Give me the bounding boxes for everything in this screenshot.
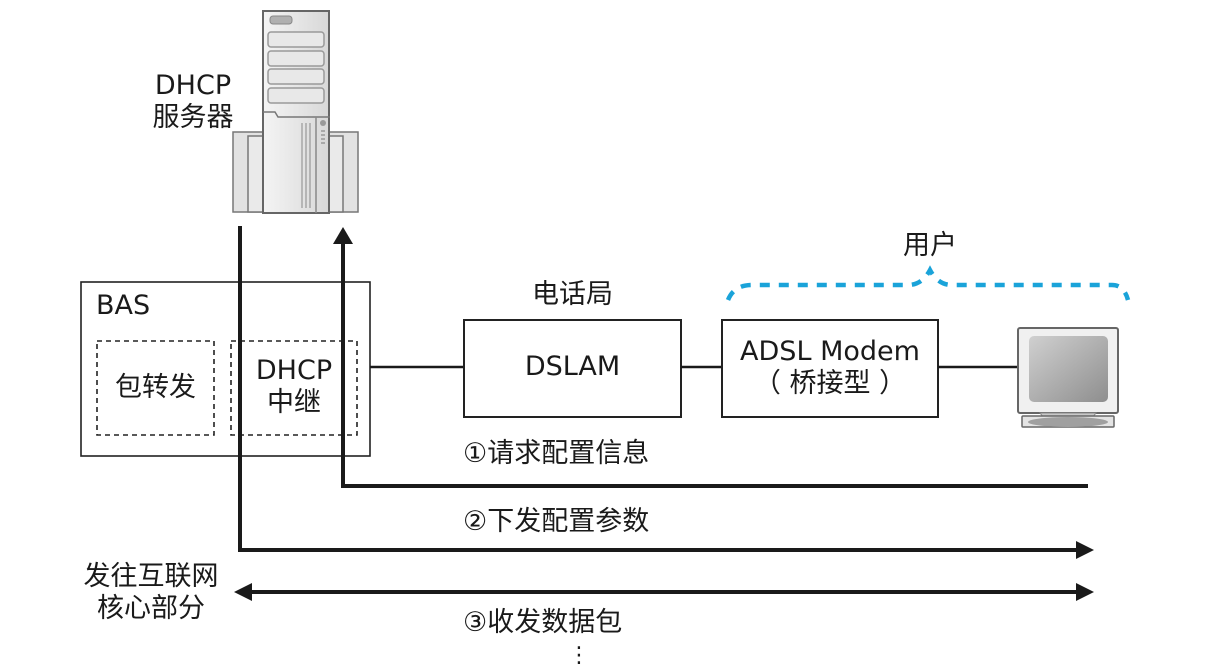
adsl-modem-box bbox=[721, 319, 939, 418]
step3-label: ③收发数据包 bbox=[463, 607, 623, 638]
step2-label: ②下发配置参数 bbox=[463, 506, 650, 537]
continuation-dots: ⋮ bbox=[568, 643, 590, 668]
user-label: 用户 bbox=[903, 230, 957, 261]
internet-core-line1: 发往互联网 bbox=[83, 561, 219, 592]
adsl-modem-label: ADSL Modem （ 桥接型 ） bbox=[722, 336, 938, 400]
server-label: DHCP 服务器 bbox=[138, 70, 248, 134]
dslam-box bbox=[463, 319, 682, 418]
central-office-label: 电话局 bbox=[532, 279, 613, 310]
dhcp-relay-line2: 中继 bbox=[267, 387, 321, 418]
flow-response-line bbox=[238, 226, 1078, 552]
bas-title: BAS bbox=[96, 290, 151, 321]
server-label-line1: DHCP bbox=[154, 70, 232, 101]
dhcp-relay-box bbox=[230, 340, 358, 436]
internet-core-line2: 核心部分 bbox=[97, 593, 205, 624]
dhcp-relay-line1: DHCP bbox=[255, 355, 333, 386]
arrow-right-response bbox=[1076, 541, 1094, 559]
user-bracket bbox=[725, 265, 1131, 301]
server-tower-icon bbox=[232, 10, 359, 214]
bas-box bbox=[80, 281, 371, 457]
arrow-left-internet bbox=[234, 583, 252, 601]
packet-forward-label: 包转发 bbox=[115, 372, 196, 403]
flow-request-line bbox=[341, 240, 1088, 488]
adsl-modem-line2: （ 桥接型 ） bbox=[753, 368, 907, 399]
step1-label: ①请求配置信息 bbox=[463, 438, 650, 469]
internet-core-label: 发往互联网 核心部分 bbox=[76, 561, 226, 625]
arrow-right-data bbox=[1076, 583, 1094, 601]
dhcp-relay-label: DHCP 中继 bbox=[231, 355, 357, 419]
packet-forward-box bbox=[96, 340, 215, 436]
computer-monitor-icon bbox=[1017, 327, 1119, 428]
arrow-up-to-server bbox=[333, 227, 353, 244]
server-label-line2: 服务器 bbox=[152, 102, 234, 133]
dslam-label: DSLAM bbox=[524, 351, 621, 382]
adsl-modem-line1: ADSL Modem bbox=[740, 336, 920, 367]
